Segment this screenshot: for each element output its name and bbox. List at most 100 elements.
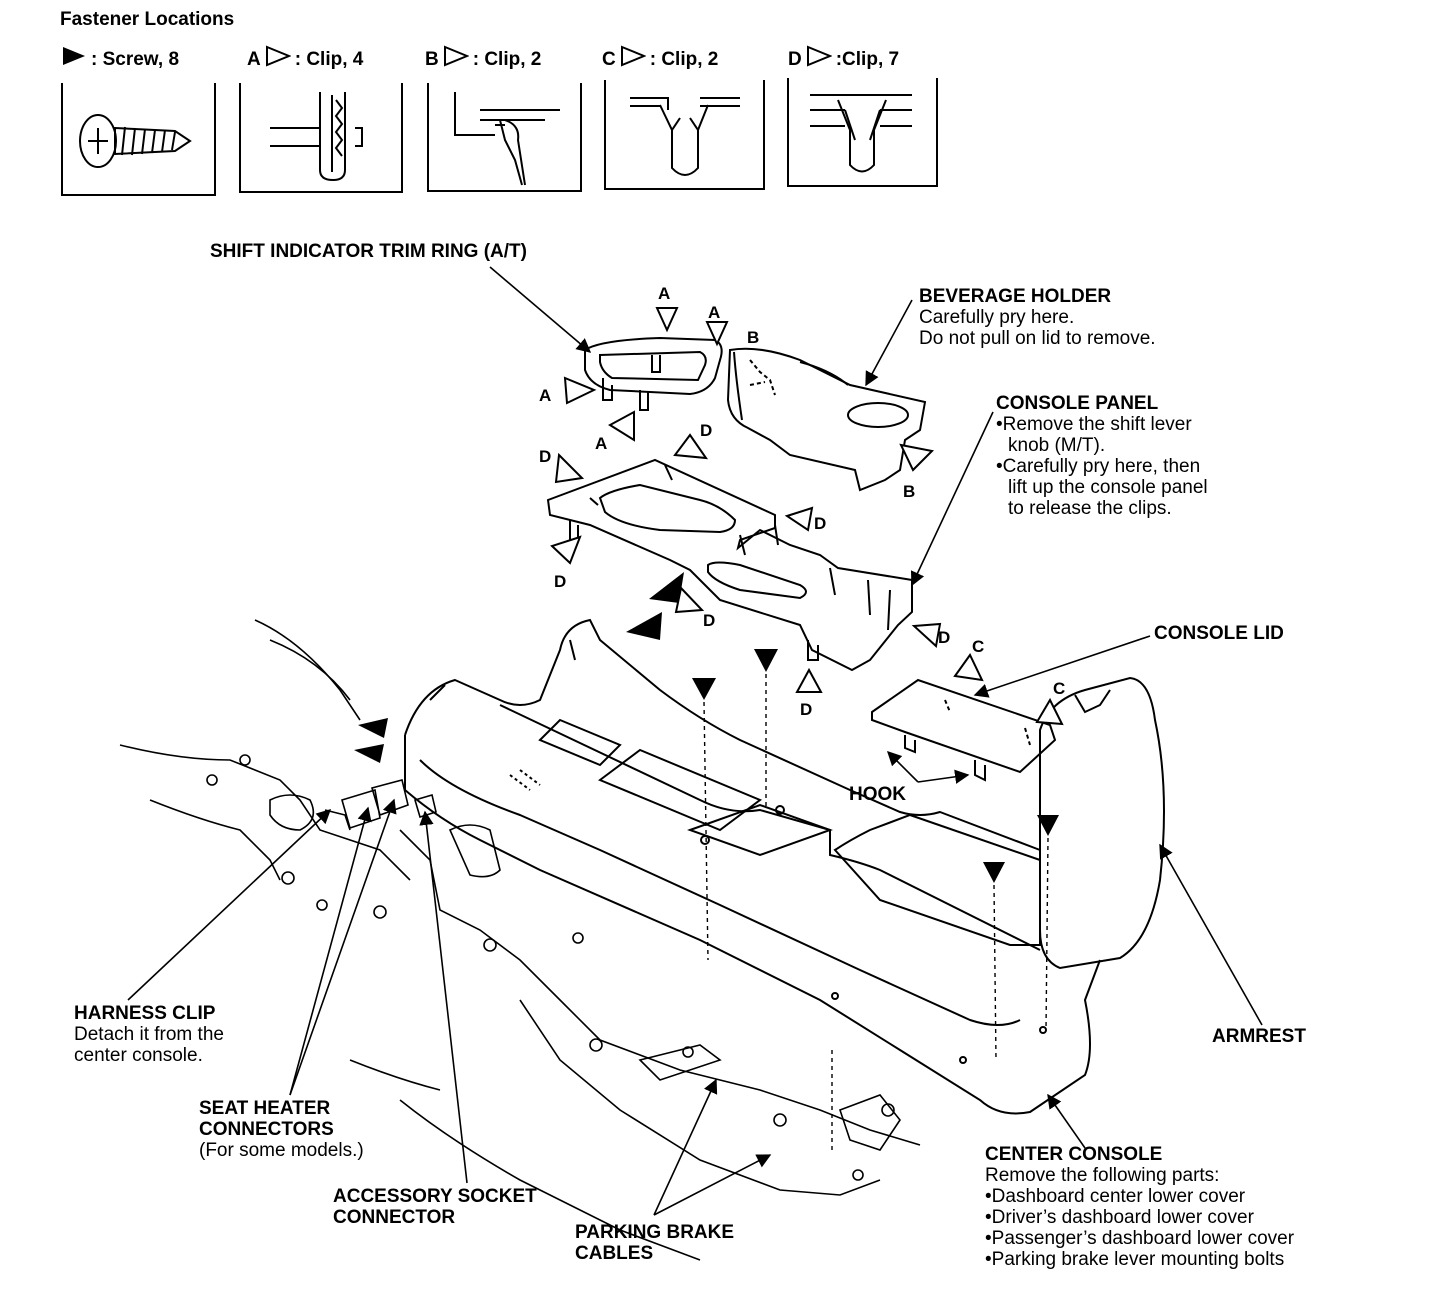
- armrest: [1039, 676, 1165, 970]
- legend-text: :Clip, 7: [835, 49, 900, 70]
- label-console-panel: CONSOLE PANEL •Remove the shift lever kn…: [996, 393, 1208, 519]
- open-triangle-icon: [620, 45, 646, 67]
- clip-c-marker: [1035, 697, 1064, 726]
- legend-clip-b: B : Clip, 2: [425, 45, 541, 71]
- label-note: •Dashboard center lower cover: [985, 1186, 1246, 1207]
- label-title: CONNECTORS: [199, 1119, 334, 1140]
- label-note: •Passenger’s dashboard lower cover: [985, 1228, 1295, 1249]
- clip-letter-d: D: [539, 447, 551, 466]
- label-title: PARKING BRAKE: [575, 1222, 735, 1243]
- clip-letter-b: B: [747, 328, 759, 347]
- label-title: CONSOLE PANEL: [996, 393, 1159, 414]
- legend-clip-d: D :Clip, 7: [788, 45, 899, 71]
- legend-screw: : Screw, 8: [57, 45, 179, 71]
- clip-d-marker: [784, 506, 814, 532]
- screw-marker: [354, 744, 384, 763]
- clip-a-marker: [608, 410, 635, 442]
- clip-markers: [550, 307, 1064, 726]
- open-triangle-icon: [265, 45, 291, 67]
- label-note: •Driver’s dashboard lower cover: [985, 1207, 1254, 1228]
- label-armrest: ARMREST: [1212, 1026, 1306, 1047]
- label-harness-clip: HARNESS CLIP Detach it from the center c…: [74, 1003, 224, 1066]
- legend-text: : Clip, 2: [472, 49, 542, 70]
- screw-marker: [1037, 815, 1059, 836]
- label-title: BEVERAGE HOLDER: [919, 286, 1112, 307]
- label-title: CONSOLE LID: [1154, 623, 1284, 644]
- label-note: Remove the following parts:: [985, 1165, 1220, 1186]
- label-title: ARMREST: [1212, 1026, 1306, 1047]
- label-note: lift up the console panel: [1008, 477, 1208, 498]
- label-note: Carefully pry here.: [919, 307, 1075, 328]
- label-note: to release the clips.: [1008, 498, 1172, 519]
- clip-letter-d: D: [938, 628, 950, 647]
- legend-clip-c: C : Clip, 2: [602, 45, 718, 71]
- label-title: HOOK: [849, 784, 906, 805]
- label-title: CONNECTOR: [333, 1207, 456, 1228]
- label-note: •Parking brake lever mounting bolts: [985, 1249, 1285, 1270]
- fastener-detail-boxes: [61, 78, 938, 196]
- screw-marker: [754, 649, 778, 672]
- label-parking-brake-cables: PARKING BRAKE CABLES: [575, 1222, 734, 1264]
- clip-a-icon: [270, 92, 363, 182]
- screw-detail-box: [61, 83, 216, 196]
- label-note: Do not pull on lid to remove.: [919, 328, 1156, 349]
- shift-indicator-trim-ring: [584, 336, 723, 411]
- label-console-lid: CONSOLE LID: [1154, 623, 1284, 644]
- label-accessory-socket-connector: ACCESSORY SOCKET CONNECTOR: [333, 1186, 537, 1228]
- open-triangle-icon: [443, 45, 469, 67]
- legend-screw-text: : Screw, 8: [91, 49, 180, 70]
- label-hook: HOOK: [849, 784, 906, 805]
- clip-d-detail-box: [787, 78, 938, 187]
- legend-letter: B: [425, 49, 439, 70]
- label-note: •Carefully pry here, then: [996, 456, 1201, 477]
- clip-letters: A A A A B B D D D D D D D C C: [539, 284, 1065, 719]
- clip-b-detail-box: [427, 83, 582, 192]
- label-shift-indicator-trim-ring: SHIFT INDICATOR TRIM RING (A/T): [210, 241, 527, 262]
- clip-c-marker: [953, 653, 984, 682]
- clip-c-icon: [630, 97, 740, 176]
- clip-letter-a: A: [708, 303, 720, 322]
- legend-text: : Clip, 2: [649, 49, 719, 70]
- clip-letter-d: D: [800, 700, 812, 719]
- legend-clip-a: A: Clip, 4: [247, 45, 363, 71]
- screw-marker: [692, 678, 716, 700]
- alignment-lines: [703, 674, 1049, 1150]
- clip-d-icon: [810, 94, 912, 173]
- console-lid: [871, 678, 1057, 782]
- clip-b-icon: [454, 92, 560, 186]
- clip-d-marker: [554, 452, 585, 484]
- clip-letter-d: D: [700, 421, 712, 440]
- label-title: SEAT HEATER: [199, 1098, 331, 1119]
- screw-marker: [626, 612, 662, 640]
- label-seat-heater-connectors: SEAT HEATER CONNECTORS (For some models.…: [199, 1098, 364, 1161]
- clip-d-marker: [673, 433, 709, 460]
- screw-marker: [358, 718, 388, 738]
- label-note: knob (M/T).: [1008, 435, 1106, 456]
- clip-letter-c: C: [972, 637, 984, 656]
- clip-d-marker: [911, 622, 942, 648]
- clip-a-detail-box: [239, 83, 403, 193]
- legend-letter: C: [602, 49, 616, 70]
- leader-lines: [127, 266, 1263, 1216]
- label-title: SHIFT INDICATOR TRIM RING (A/T): [210, 241, 527, 262]
- screw-marker: [649, 572, 684, 603]
- clip-letter-c: C: [1053, 679, 1065, 698]
- clip-d-marker: [795, 667, 823, 693]
- clip-letter-a: A: [595, 434, 607, 453]
- clip-a-marker: [705, 321, 729, 347]
- label-note: Detach it from the: [74, 1024, 224, 1045]
- clip-letter-d: D: [554, 572, 566, 591]
- clip-a-marker: [563, 376, 597, 405]
- label-center-console: CENTER CONSOLE Remove the following part…: [985, 1144, 1294, 1270]
- label-note: •Remove the shift lever: [996, 414, 1192, 435]
- label-title: HARNESS CLIP: [74, 1003, 216, 1024]
- legend-letter: D: [788, 49, 802, 70]
- beverage-holder: [726, 347, 927, 492]
- label-beverage-holder: BEVERAGE HOLDER Carefully pry here. Do n…: [919, 286, 1156, 349]
- clip-letter-b: B: [903, 482, 915, 501]
- filled-triangle-icon: [63, 47, 85, 65]
- label-note: (For some models.): [199, 1140, 364, 1161]
- clip-letter-a: A: [539, 386, 551, 405]
- fastener-header: Fastener Locations: [60, 9, 235, 30]
